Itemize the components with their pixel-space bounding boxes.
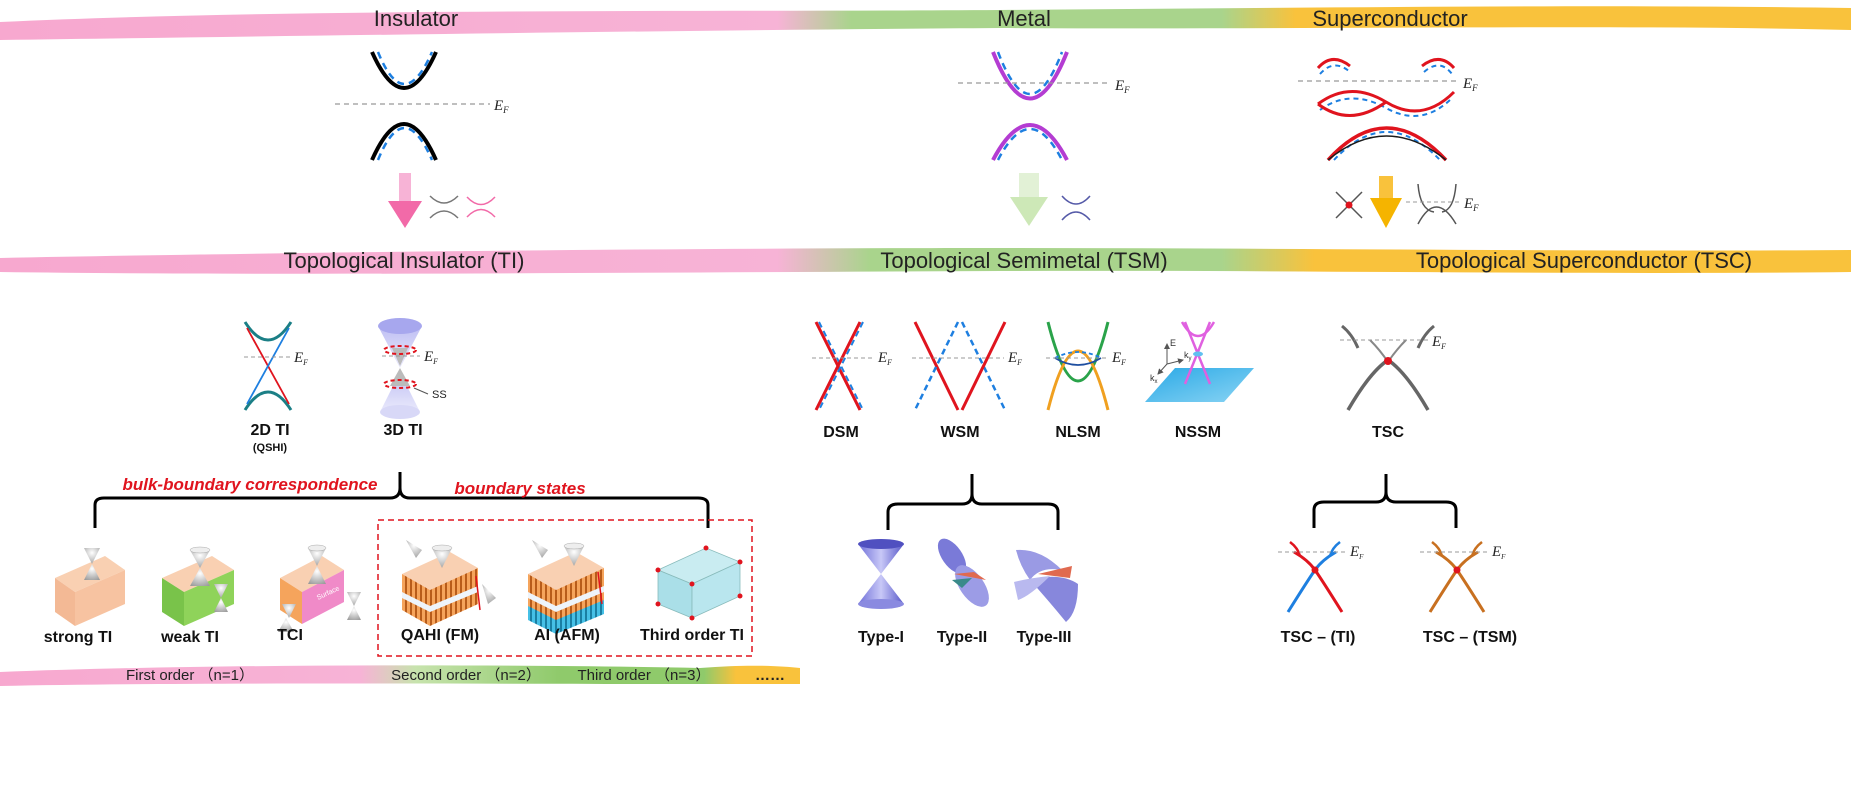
fermi-label: EF	[1491, 544, 1506, 561]
fermi-label: EF	[423, 349, 438, 366]
qahi-fm-box: QAHI (FM)	[401, 540, 496, 644]
metal-down-arrow	[1010, 173, 1091, 226]
superconductor-band-diagram: EF	[1298, 58, 1478, 162]
wsm-label: WSM	[940, 424, 979, 441]
wsm-diagram: EF WSM	[912, 321, 1022, 441]
fermi-label: EF	[1463, 196, 1479, 213]
higher-order-dashed-box	[377, 519, 753, 657]
tsm-title: Topological Semimetal (TSM)	[880, 248, 1167, 273]
fermi-label: EF	[293, 350, 308, 367]
ai-afm-box: AI (AFM)	[528, 540, 604, 644]
tsc-ti-label: TSC – (TI)	[1281, 629, 1356, 646]
superconductor-title: Superconductor	[1312, 6, 1467, 31]
type-iii-cone: Type-III	[1014, 549, 1078, 646]
middle-banner: Topological Insulator (TI) Topological S…	[0, 248, 1851, 274]
ti2d-band-diagram: EF 2D TI (QSHI)	[243, 321, 308, 454]
boundary-states-label: boundary states	[454, 479, 585, 498]
ky-axis-label: ky	[1184, 350, 1192, 362]
ti2d-sublabel: (QSHI)	[253, 442, 288, 454]
ti-brace: bulk-boundary correspondence boundary st…	[93, 472, 710, 528]
top-banner: Insulator Metal Superconductor	[0, 6, 1851, 40]
nlsm-diagram: EF NLSM	[1046, 321, 1126, 441]
tsc-title: Topological Superconductor (TSC)	[1416, 248, 1752, 273]
order-bar-ribbon	[0, 665, 800, 686]
order-item-label: Third order TI	[640, 627, 744, 644]
more-orders-label: ……	[755, 667, 785, 684]
fermi-label: EF	[1431, 334, 1446, 351]
fermi-label: EF	[1114, 78, 1130, 95]
fermi-label: EF	[1349, 544, 1364, 561]
tsc-band-diagram: EF TSC	[1340, 324, 1446, 441]
first-order-label: First order （n=1）	[126, 667, 254, 684]
order-item-label: QAHI (FM)	[401, 627, 479, 644]
weak-ti-box: weak TI	[160, 546, 234, 646]
dsm-diagram: EF DSM	[812, 321, 892, 441]
type-iii-label: Type-III	[1017, 629, 1072, 646]
fermi-label: EF	[877, 350, 892, 367]
type-i-cone: Type-I	[858, 539, 904, 646]
tci-box: Surface TCI	[277, 544, 361, 644]
order-item-label: weak TI	[160, 629, 219, 646]
type-ii-cone: Type-II	[937, 538, 989, 646]
tsc-brace	[1312, 474, 1458, 528]
tsc-ti-diagram: EF TSC – (TI)	[1278, 541, 1364, 646]
type-i-label: Type-I	[858, 629, 904, 646]
order-bar: First order （n=1） Second order （n=2） Thi…	[0, 665, 800, 686]
tsm-brace	[886, 474, 1060, 530]
top-banner-ribbon	[0, 6, 1851, 40]
fermi-label: EF	[1111, 350, 1126, 367]
surface-states-label: SS	[432, 389, 447, 401]
ti-title: Topological Insulator (TI)	[284, 248, 525, 273]
second-order-label: Second order （n=2）	[391, 667, 541, 684]
nlsm-label: NLSM	[1055, 424, 1100, 441]
superconductor-down-arrow: EF	[1335, 176, 1479, 228]
nssm-diagram: E ky kx NSSM	[1145, 321, 1254, 441]
energy-axis-label: E	[1170, 338, 1176, 348]
ti3d-label: 3D TI	[383, 422, 422, 439]
tsc-tsm-label: TSC – (TSM)	[1423, 629, 1517, 646]
type-ii-label: Type-II	[937, 629, 987, 646]
fermi-label: EF	[493, 98, 509, 115]
insulator-title: Insulator	[374, 6, 458, 31]
third-order-ti-box: Third order TI	[640, 545, 744, 644]
third-order-label: Third order （n=3）	[578, 667, 711, 684]
order-item-label: AI (AFM)	[534, 627, 600, 644]
strong-ti-box: strong TI	[44, 548, 125, 646]
fermi-label: EF	[1462, 76, 1478, 93]
tsc-label: TSC	[1372, 424, 1404, 441]
metal-band-diagram: EF	[958, 51, 1130, 161]
order-item-label: strong TI	[44, 629, 112, 646]
tsc-tsm-diagram: EF TSC – (TSM)	[1420, 541, 1517, 646]
insulator-band-diagram: EF	[335, 51, 509, 161]
bulk-boundary-label: bulk-boundary correspondence	[122, 475, 377, 494]
nssm-label: NSSM	[1175, 424, 1221, 441]
fermi-label: EF	[1007, 350, 1022, 367]
insulator-down-arrow	[388, 173, 496, 228]
middle-banner-ribbon	[0, 248, 1851, 274]
dsm-label: DSM	[823, 424, 859, 441]
metal-title: Metal	[997, 6, 1051, 31]
order-item-label: TCI	[277, 627, 303, 644]
ti2d-label: 2D TI	[250, 422, 289, 439]
ti3d-cone-diagram: EF SS 3D TI	[378, 318, 447, 439]
kx-axis-label: kx	[1150, 373, 1158, 385]
